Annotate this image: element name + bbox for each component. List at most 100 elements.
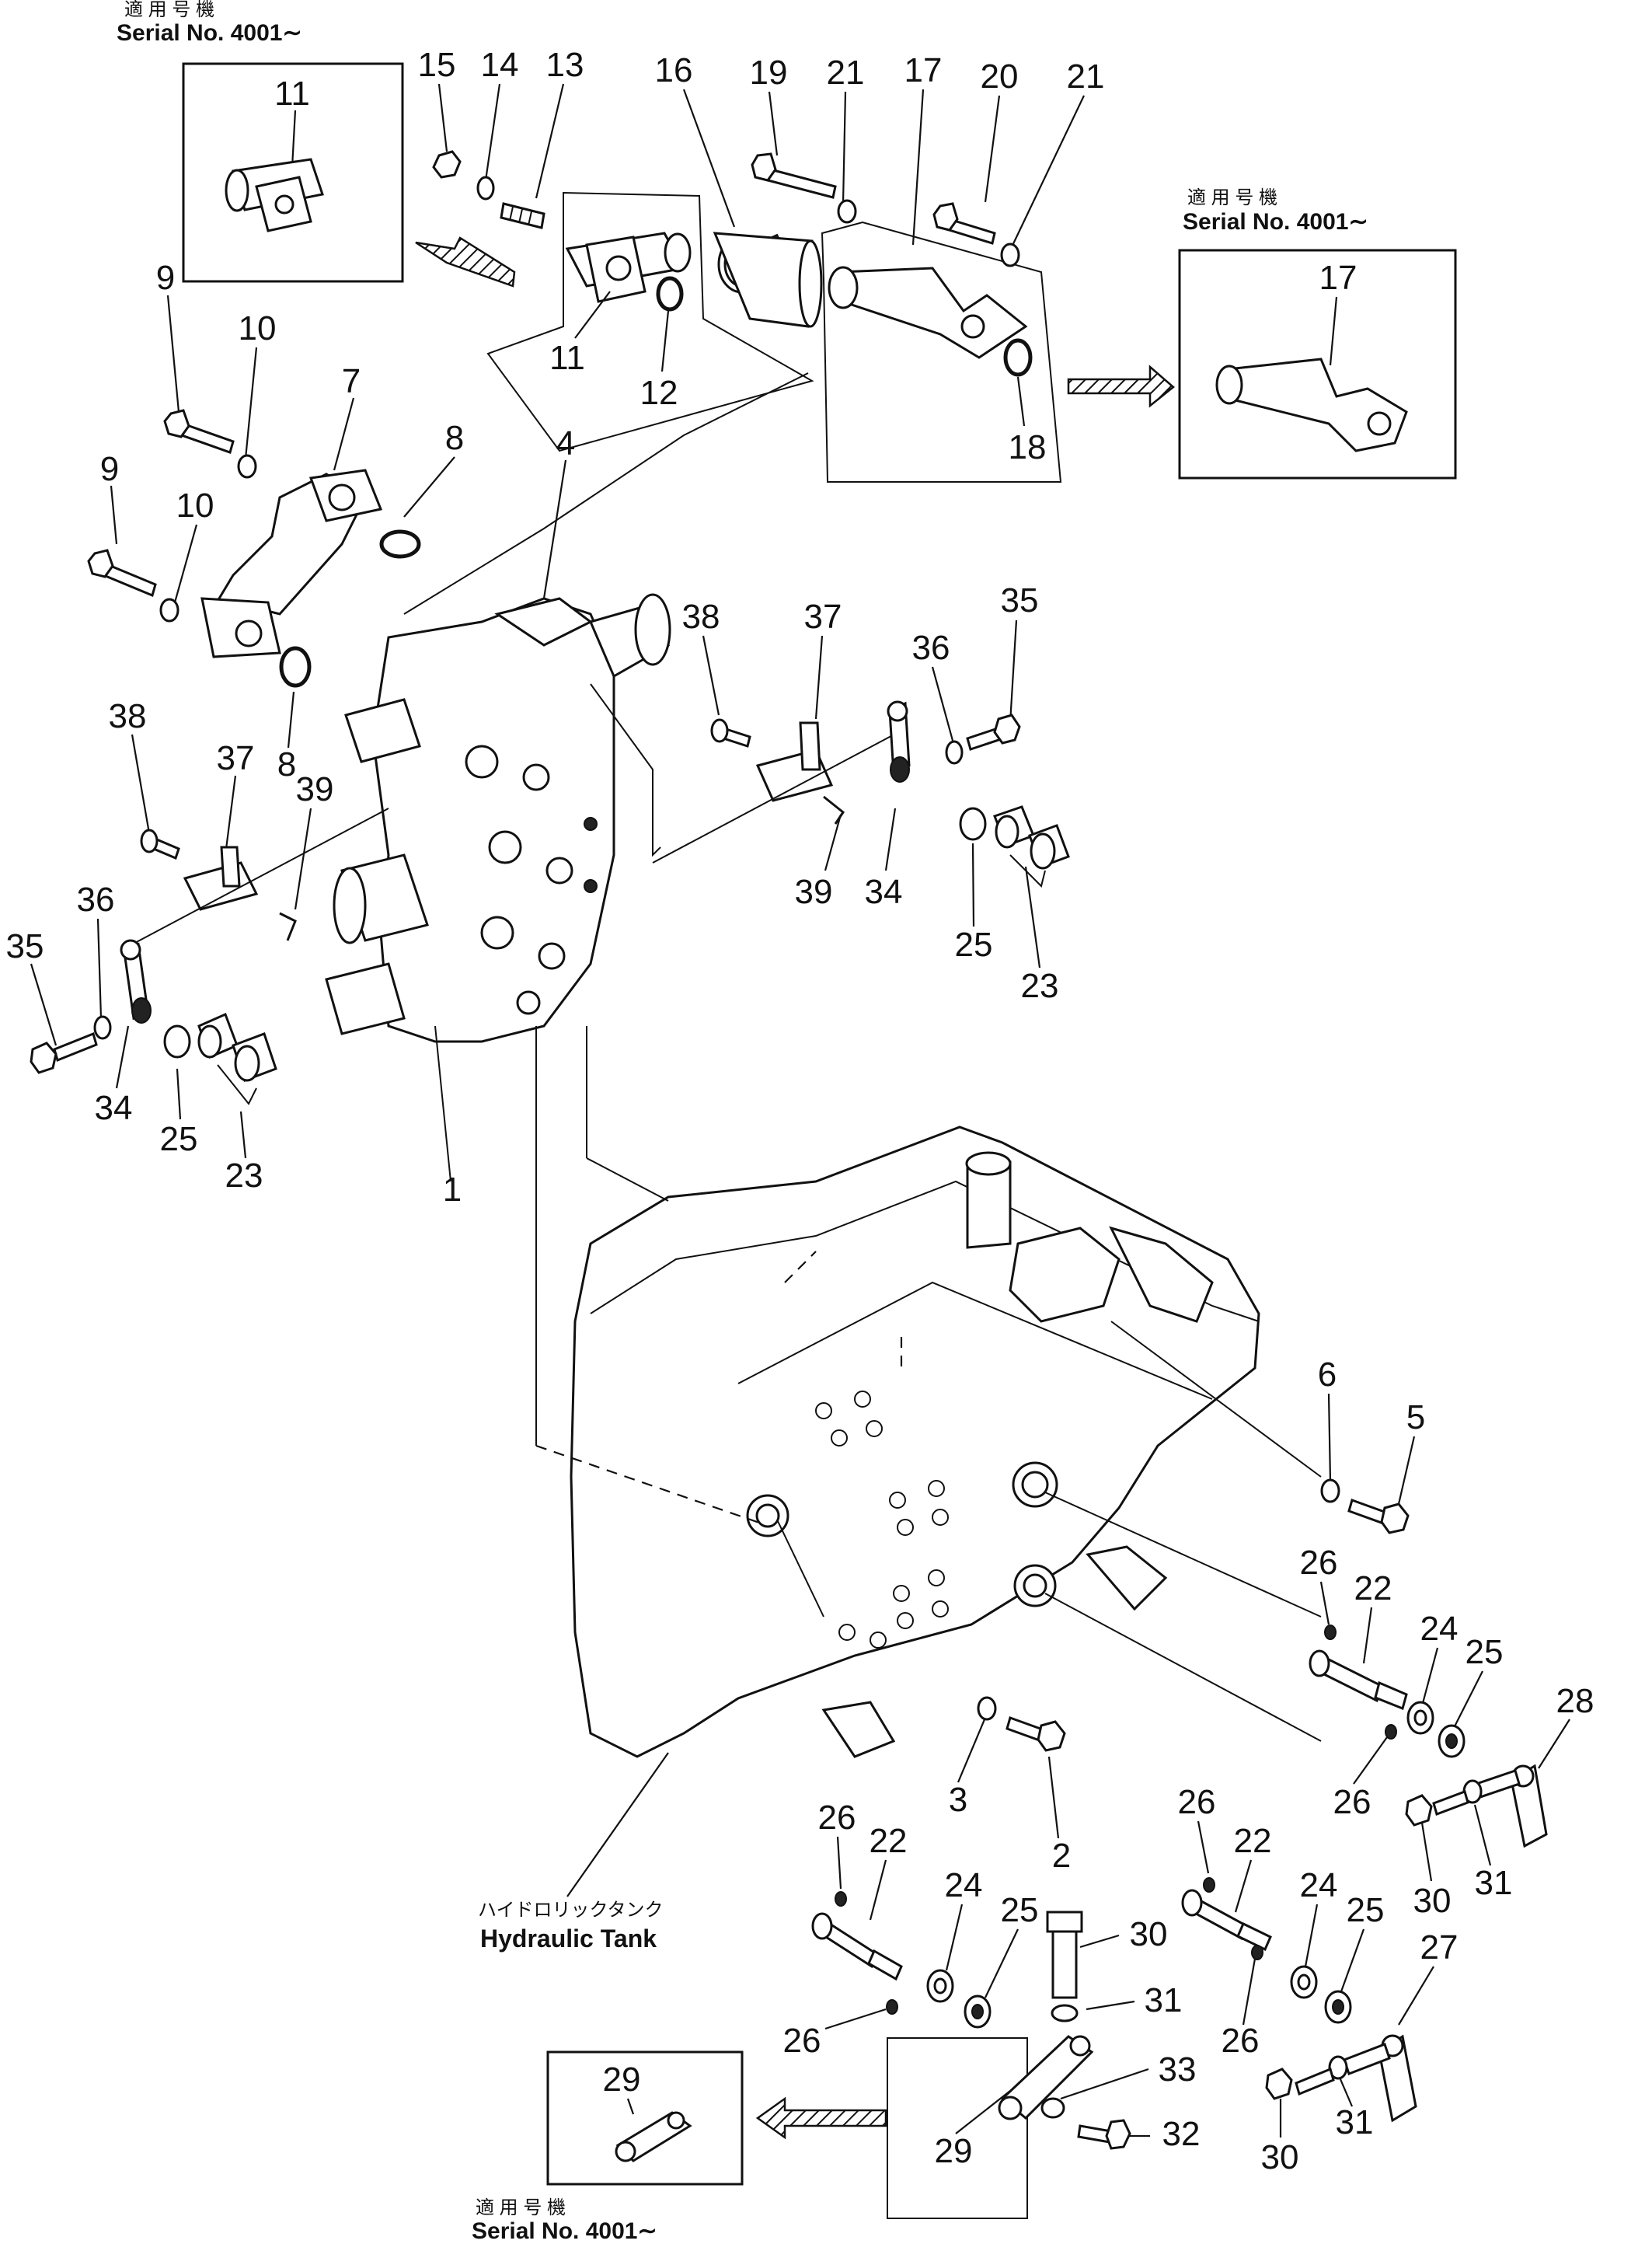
part-27-lever-icon [1343, 2034, 1417, 2123]
inset-frame [546, 2050, 744, 2186]
callout-13: 13 [546, 46, 584, 84]
part-29-arm-icon [998, 2035, 1094, 2120]
callout-22: 22 [870, 1822, 908, 1860]
callout-19: 19 [750, 54, 788, 92]
arrow-to-inset-17 [1067, 365, 1175, 408]
part-26-pin-icon [1324, 1625, 1337, 1640]
part-23-bushing-icon [993, 805, 1035, 849]
part-5-bolt-icon [1347, 1499, 1410, 1534]
callout-26: 26 [1333, 1783, 1371, 1821]
callout-8: 8 [277, 745, 296, 783]
callout-32: 32 [1162, 2115, 1201, 2153]
part-25-washer-icon [964, 1994, 992, 2029]
part-37-plate-icon [183, 846, 259, 911]
serial-label: Serial No. 4001∼ [472, 2218, 657, 2244]
inset-frame [182, 62, 404, 283]
callout-36: 36 [77, 881, 115, 919]
part-28-lever-icon [1475, 1764, 1548, 1848]
callout-12: 12 [640, 374, 678, 412]
part-8-o-ring-icon [279, 646, 312, 688]
callout-29: 29 [935, 2132, 973, 2170]
dash-line [784, 1251, 817, 1283]
callout-21: 21 [827, 54, 865, 92]
part-32-bolt-icon [1077, 2119, 1131, 2150]
leader-tank-left [776, 1519, 824, 1618]
part-23-bushing-icon [197, 1012, 239, 1059]
inset-serial-top-right: 適 用 号 機 Serial No. 4001∼ 17 [1178, 187, 1457, 480]
callout-34: 34 [95, 1089, 133, 1127]
callout-29: 29 [603, 2061, 641, 2099]
part-26-pin-icon [1203, 1877, 1215, 1893]
callout-26: 26 [783, 2022, 821, 2060]
part-24-washer-icon [1290, 1965, 1318, 1999]
part-18-o-ring-icon [1003, 338, 1033, 377]
group-box-11-12 [486, 191, 814, 452]
callout-5: 5 [1406, 1398, 1425, 1436]
callout-9: 9 [156, 259, 175, 297]
part-31-washer-icon [1328, 2055, 1348, 2080]
serial-label: Serial No. 4001∼ [1183, 209, 1368, 235]
part-34-lever-icon [120, 939, 152, 1024]
part-10-washer-icon [159, 598, 179, 623]
callout-36: 36 [912, 629, 950, 667]
part-39-pin-icon [279, 912, 297, 941]
part-24-washer-icon [926, 1969, 954, 2003]
callout-28: 28 [1556, 1682, 1594, 1720]
arrow-to-inset-11 [415, 236, 516, 288]
bracket-23 [1009, 854, 1046, 888]
callout-30: 30 [1261, 2138, 1299, 2176]
part-36-washer-icon [93, 1015, 112, 1040]
callout-26: 26 [1222, 2022, 1260, 2060]
part-26-pin-icon [835, 1891, 847, 1907]
group-box-17-18 [821, 221, 1062, 483]
part-22-shaft-icon [1309, 1649, 1408, 1711]
part-9-bolt-icon [87, 549, 157, 598]
part-25-washer-icon [1438, 1724, 1466, 1758]
callout-33: 33 [1159, 2050, 1197, 2089]
callout-38: 38 [109, 697, 147, 735]
inset-serial-bottom-left: 29 適 用 号 機 Serial No. 4001∼ [472, 2050, 744, 2244]
callout-25: 25 [160, 1120, 198, 1158]
part-14-washer-icon [476, 176, 495, 201]
part-8-o-ring-icon [379, 529, 421, 559]
callout-30: 30 [1130, 1915, 1168, 1953]
part-20-bolt-icon [932, 202, 996, 245]
part-21-washer-icon [837, 199, 857, 224]
callout-10: 10 [239, 309, 277, 347]
callout-38: 38 [682, 598, 720, 636]
part-34-lever-icon [887, 700, 911, 783]
part-21-washer-icon [1000, 243, 1020, 267]
applicability-label-jp: 適 用 号 機 [476, 2197, 566, 2218]
part-19-bolt-icon [751, 152, 837, 199]
callout-37: 37 [217, 739, 255, 777]
part-33-washer-icon [1040, 2097, 1065, 2119]
hose-icon [713, 232, 823, 328]
part-22-shaft-icon [811, 1912, 903, 1981]
leader-valve-down [586, 1157, 669, 1202]
part-30-bolt-icon [1046, 1911, 1083, 1999]
part-39-pin-icon [823, 795, 845, 825]
callout-10: 10 [176, 487, 214, 525]
callout-35: 35 [6, 927, 44, 965]
hydraulic-tank-icon [570, 1125, 1260, 1758]
inset-serial-top-left: 適 用 号 機 Serial No. 4001∼ 11 [117, 0, 404, 283]
part-12-o-ring-icon [656, 276, 684, 312]
part-11-flange-icon [565, 232, 692, 303]
arrow-to-inset-29 [755, 2096, 887, 2140]
callout-7: 7 [342, 362, 361, 400]
part-23-bushing-icon [232, 1032, 277, 1082]
callout-4: 4 [556, 424, 575, 462]
callout-21: 21 [1067, 58, 1105, 96]
leader-tank-right [1044, 1593, 1322, 1742]
callout-26: 26 [1300, 1544, 1338, 1582]
part-35-bolt-icon [30, 1031, 98, 1074]
part-3-washer-icon [977, 1696, 997, 1721]
part-2-bolt-icon [1005, 1716, 1066, 1752]
callout-24: 24 [1300, 1866, 1338, 1904]
callout-24: 24 [945, 1866, 983, 1904]
callout-11: 11 [274, 75, 310, 113]
callout-25: 25 [1347, 1891, 1385, 1929]
callout-35: 35 [1001, 581, 1039, 619]
callout-2: 2 [1052, 1837, 1071, 1875]
